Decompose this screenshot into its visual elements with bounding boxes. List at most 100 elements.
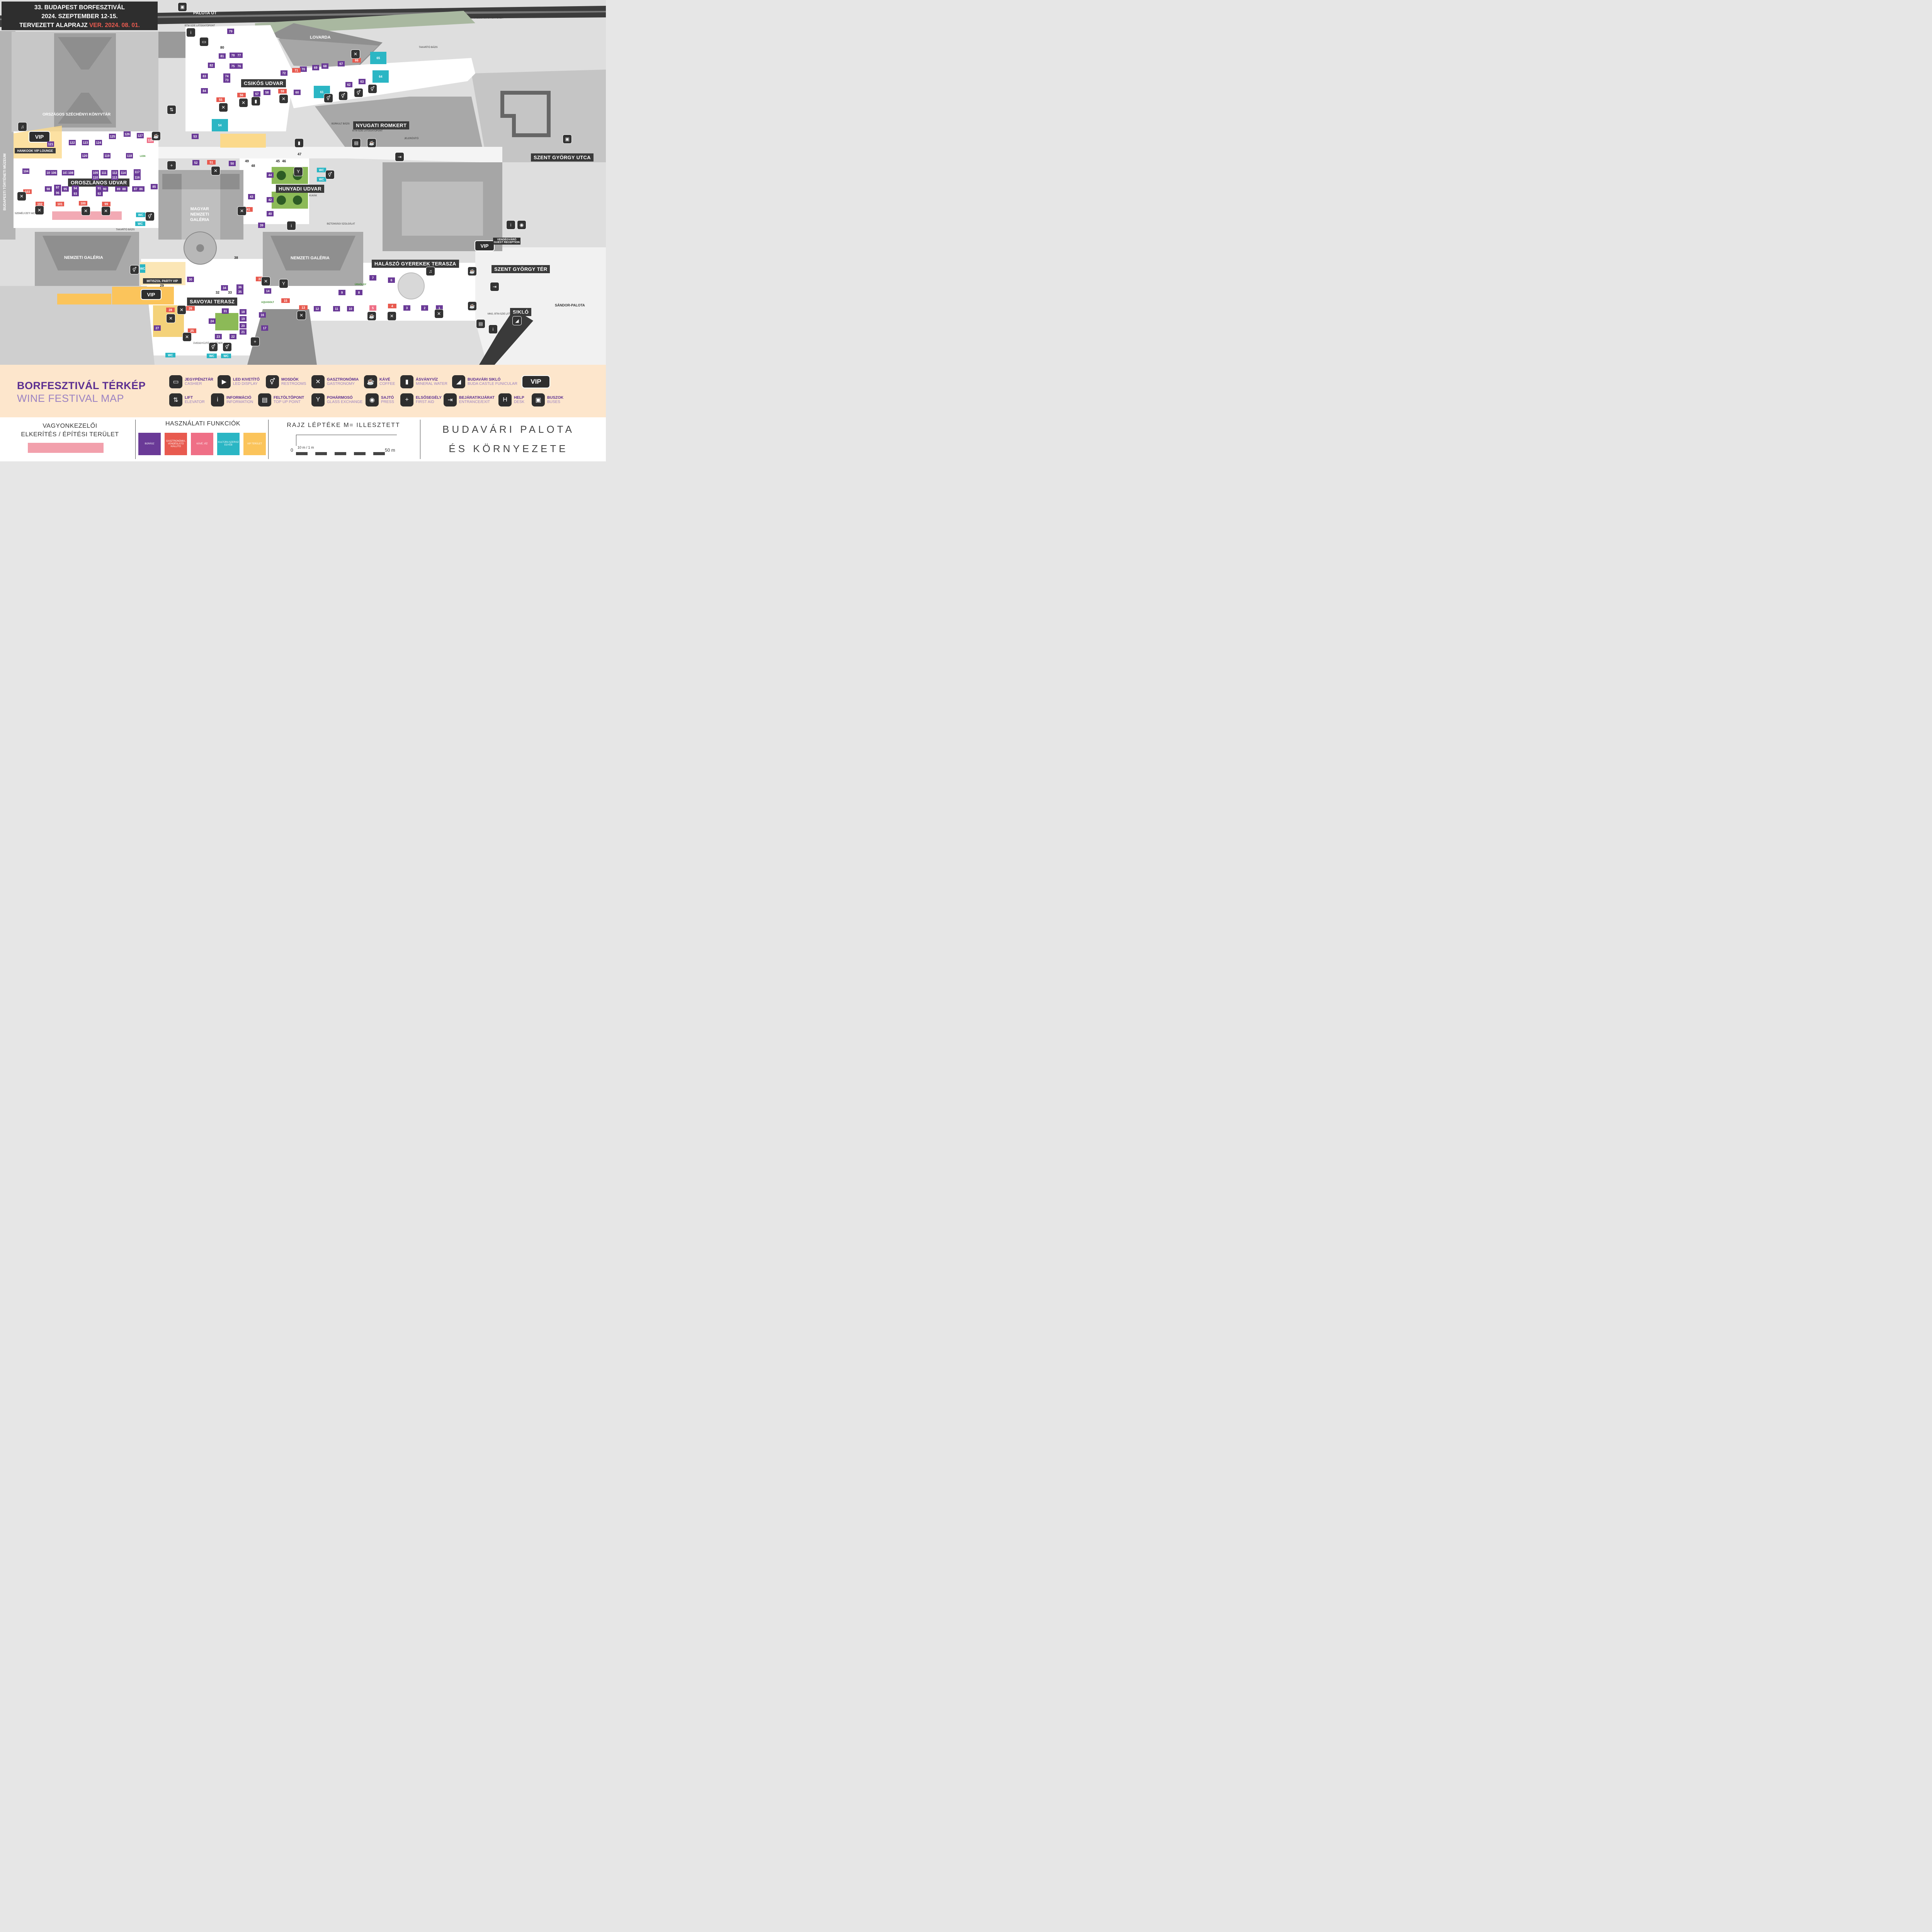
stand-winery-8: 8: [355, 290, 362, 295]
stand-winery-20: 20: [240, 323, 247, 328]
stand-winery-87: 87: [132, 186, 139, 192]
first-aid-icon[interactable]: +: [250, 337, 260, 346]
stand-winery-72: 72: [281, 70, 287, 76]
info-icon[interactable]: i: [186, 28, 196, 37]
vip-badge-mitiszol: VIP: [141, 289, 162, 300]
title-line-3: TERVEZETT ALAPRAJZ VER. 2024. 08. 01.: [19, 22, 140, 29]
legend-title-en: WINE FESTIVAL MAP: [17, 393, 124, 404]
legend-title-hu: BORFESZTIVÁL TÉRKÉP: [17, 380, 146, 391]
legend-label-hu: KÁVÉ: [379, 378, 390, 382]
stand-winery-2: 2: [421, 305, 428, 311]
area-siklo: SIKLÓ: [510, 308, 532, 316]
bus-icon: ▣: [532, 393, 545, 406]
info-icon[interactable]: i: [287, 221, 296, 230]
gastronomy-icon: ✕: [211, 166, 220, 175]
divider: [135, 420, 136, 459]
legend-label-en: ELEVATOR: [185, 400, 205, 404]
stand-winery-79: 79: [227, 29, 234, 34]
location-number-33: 33: [228, 291, 232, 294]
wc-savoyai-2: WC: [207, 354, 217, 358]
location-number-38: 38: [234, 256, 238, 260]
legend-label-en: BUDA CASTLE FUNICULAR: [468, 382, 517, 386]
first-aid-icon[interactable]: +: [167, 161, 176, 170]
restroom-icon: ⚥: [209, 342, 218, 352]
stand-winery-62: 62: [345, 82, 352, 87]
legend-label-en: GASTRONOMY: [327, 382, 355, 386]
stand-gastro-28: 28: [166, 308, 175, 312]
area-halaszo-gyerekek-terasza: HALÁSZÓ GYEREKEK TERASZA: [372, 260, 459, 268]
biztonsagi-szolgalat: BIZTONSÁGI SZOLGÁLAT: [327, 223, 355, 225]
function-swatch: BORÁSZ: [138, 433, 161, 455]
legend-label-hu: BEJÁRAT/KIJÁRAT: [459, 396, 495, 400]
legend-label-en: DESK: [514, 400, 525, 404]
top-up-point-icon[interactable]: ▤: [476, 319, 485, 328]
stand-winery-116: 116: [134, 175, 141, 180]
stand-winery-43: 43: [248, 194, 255, 199]
functions-title: HASZNÁLATI FUNKCIÓK: [165, 420, 241, 427]
led-display-icon: ♫: [18, 122, 27, 131]
funicular-icon: ◢: [452, 375, 465, 388]
location-number-45: 45: [276, 159, 280, 163]
stand-gastro-100: 100: [79, 201, 87, 206]
stand-winery-110: 110: [92, 175, 99, 180]
stand-gastro-59: 59: [278, 89, 287, 94]
coffee-icon: ☕: [364, 375, 377, 388]
stand-winery-121: 121: [47, 141, 54, 147]
gastronomy-icon: ✕: [434, 309, 444, 318]
stand-winery-68: 68: [321, 63, 328, 69]
legend-vip-badge: VIP: [522, 375, 550, 388]
stand-winery-78: 78: [230, 53, 236, 58]
stand-winery-96: 96: [54, 190, 61, 196]
legend-label-en: RESTROOMS: [281, 382, 306, 386]
stand-winery-22: 22: [230, 334, 236, 339]
lion-label: LION: [140, 155, 146, 158]
mng-btm-latogatopont: MNG, BTM-SZIE LÁTOGATÓPONT: [488, 313, 525, 315]
stand-gastro-4: 4: [388, 304, 396, 308]
building-nemzeti-galeria-left: NEMZETI GALÉRIA: [64, 255, 103, 260]
gastronomy-icon: ✕: [166, 314, 175, 323]
wc-oroszlanos-2: WC: [135, 221, 145, 226]
stand-winery-23: 23: [215, 334, 222, 339]
stand-culture-54: 54: [212, 119, 228, 131]
location-number-29: 29: [160, 284, 164, 287]
version-label: VER. 2024. 08. 01.: [89, 22, 140, 29]
gastronomy-icon: ✕: [261, 277, 270, 286]
legend-panel: [0, 365, 606, 417]
gastronomy-icon: ✕: [297, 311, 306, 320]
stand-winery-36: 36: [236, 284, 243, 290]
bus-icon: ▣: [178, 2, 187, 12]
stand-winery-111: 111: [100, 170, 107, 175]
gastronomy-icon: ✕: [219, 103, 228, 112]
coffee-icon: ☕: [367, 138, 376, 148]
info-icon[interactable]: i: [506, 220, 515, 230]
legend-label-en: ENTRANCE/EXIT: [459, 400, 490, 404]
takarito-bazis-top: TAKARÍTÓ BÁZIS: [419, 46, 438, 49]
stand-winery-85: 85: [151, 184, 158, 189]
divider: [268, 420, 269, 459]
stand-winery-123: 123: [82, 140, 89, 145]
location-number-49: 49: [245, 159, 249, 163]
cutlery-icon: ✕: [311, 375, 325, 388]
legend-label-en: FIRST AID: [416, 400, 434, 404]
location-number-47: 47: [298, 152, 302, 156]
stand-gastro-26: 26: [186, 306, 195, 311]
stand-winery-7: 7: [369, 275, 376, 281]
elevator-icon[interactable]: ⇅: [167, 105, 176, 114]
map-title-box: 33. BUDAPEST BORFESZTIVÁL 2024. SZEPTEMB…: [2, 2, 158, 30]
stand-gastro-101: 101: [56, 202, 64, 206]
top-up-point-icon[interactable]: ▤: [352, 138, 361, 148]
street-szent-gyorgy-utca: SZENT GYÖRGY UTCA: [531, 153, 594, 162]
glass-exchange-icon[interactable]: Y: [279, 279, 288, 288]
first-aid-icon: +: [400, 393, 413, 406]
glass-exchange-icon[interactable]: Y: [294, 167, 303, 176]
info-icon[interactable]: i: [488, 325, 498, 334]
legend-label-en: GLASS EXCHANGE: [327, 400, 363, 404]
